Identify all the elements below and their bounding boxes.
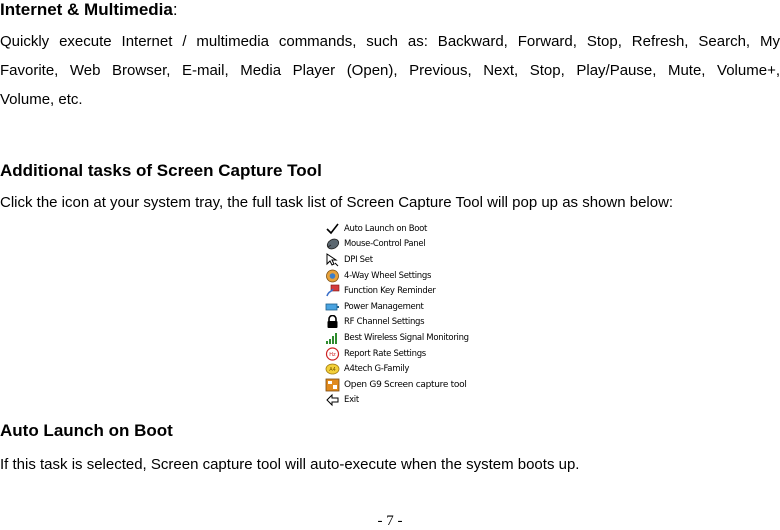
key-reminder-icon <box>325 284 340 298</box>
signal-icon <box>325 331 340 345</box>
menu-item-function-key-reminder[interactable]: Function Key Reminder <box>325 283 485 299</box>
auto-launch-heading: Auto Launch on Boot <box>0 421 173 440</box>
menu-item-wireless-signal[interactable]: Best Wireless Signal Monitoring <box>325 330 485 346</box>
lock-icon <box>325 315 340 329</box>
exit-icon <box>325 393 340 407</box>
paragraph-line-1: Quickly execute Internet / multimedia co… <box>0 33 780 50</box>
menu-item-label: Function Key Reminder <box>344 286 436 297</box>
additional-tasks-paragraph: Click the icon at your system tray, the … <box>0 194 674 211</box>
svg-text:A4: A4 <box>329 367 336 373</box>
task-list-menu: Auto Launch on Boot Mouse-Control Panel … <box>325 221 485 408</box>
a4tech-logo-icon: A4 <box>325 362 340 376</box>
additional-tasks-heading: Additional tasks of Screen Capture Tool <box>0 161 322 180</box>
internet-multimedia-paragraph: Quickly execute Internet / multimedia co… <box>0 27 780 114</box>
mouse-icon <box>325 237 340 251</box>
menu-item-power-management[interactable]: Power Management <box>325 299 485 315</box>
svg-text:Hz: Hz <box>329 352 336 358</box>
internet-multimedia-heading: Internet & Multimedia: <box>0 0 178 20</box>
menu-item-dpi-set[interactable]: DPI Set <box>325 252 485 268</box>
menu-item-label: Mouse-Control Panel <box>344 239 426 250</box>
menu-item-label: Open G9 Screen capture tool <box>344 379 467 390</box>
paragraph-line-3: Volume, etc. <box>0 91 83 108</box>
menu-item-exit[interactable]: Exit <box>325 393 485 409</box>
heading-text: Internet & Multimedia <box>0 0 173 19</box>
menu-item-label: Exit <box>344 395 359 406</box>
menu-item-label: RF Channel Settings <box>344 317 425 328</box>
checkmark-icon <box>325 222 340 236</box>
heading-colon: : <box>172 0 178 19</box>
menu-item-a4tech-g-family[interactable]: A4 A4tech G-Family <box>325 361 485 377</box>
menu-item-report-rate[interactable]: Hz Report Rate Settings <box>325 346 485 362</box>
menu-item-label: Report Rate Settings <box>344 348 426 359</box>
cursor-icon <box>325 253 340 267</box>
menu-item-label: Best Wireless Signal Monitoring <box>344 332 469 343</box>
report-rate-icon: Hz <box>325 346 340 361</box>
screen-capture-icon <box>325 378 340 392</box>
menu-item-label: Auto Launch on Boot <box>344 223 428 234</box>
menu-item-label: DPI Set <box>344 254 373 265</box>
menu-item-mouse-control-panel[interactable]: Mouse-Control Panel <box>325 237 485 253</box>
paragraph-line-2: Favorite, Web Browser, E-mail, Media Pla… <box>0 62 780 79</box>
menu-item-label: A4tech G-Family <box>344 364 410 375</box>
menu-item-auto-launch[interactable]: Auto Launch on Boot <box>325 221 485 237</box>
menu-item-rf-channel[interactable]: RF Channel Settings <box>325 315 485 331</box>
menu-item-4-way-wheel[interactable]: 4-Way Wheel Settings <box>325 268 485 284</box>
page-number: - 7 - <box>377 513 403 529</box>
auto-launch-paragraph: If this task is selected, Screen capture… <box>0 456 580 473</box>
wheel-icon <box>325 269 340 283</box>
menu-item-label: 4-Way Wheel Settings <box>344 270 432 281</box>
battery-icon <box>325 300 340 314</box>
menu-item-open-g9-capture[interactable]: Open G9 Screen capture tool <box>325 377 485 393</box>
menu-item-label: Power Management <box>344 301 424 312</box>
